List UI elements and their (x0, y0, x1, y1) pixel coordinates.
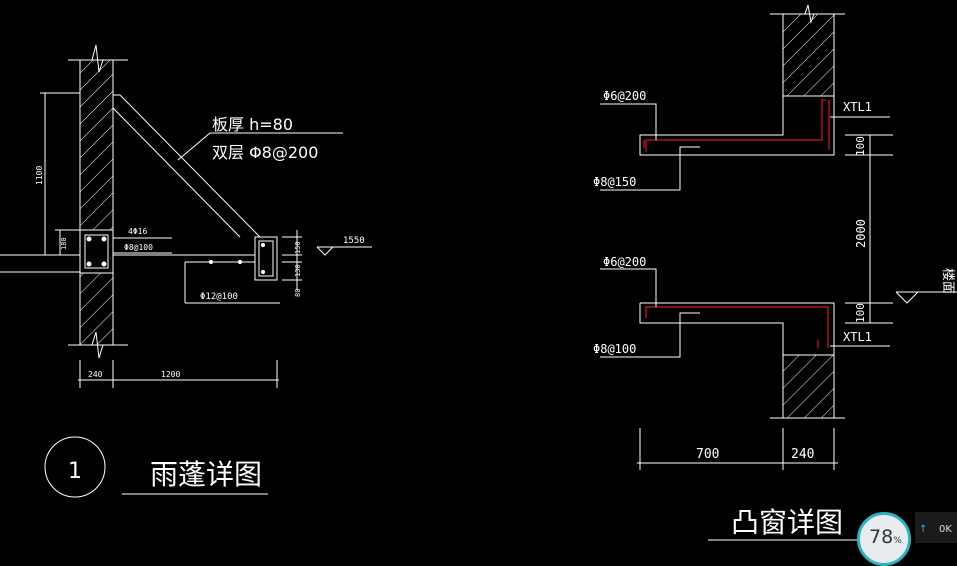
lower-rebar (645, 306, 829, 348)
floor-marker (895, 291, 920, 304)
beam-stirrups-label: Φ8@100 (124, 243, 153, 252)
bay-window-title: 凸窗详图 (731, 506, 843, 539)
leader-slab (177, 132, 343, 161)
upper-rebar (645, 99, 826, 152)
dim-180-label: 180 (60, 237, 68, 250)
dim-100-bottom-label: 100 (854, 303, 867, 323)
lintel-upper-label: XTL1 (843, 100, 872, 114)
detail-number-circle (44, 436, 106, 498)
dim-150-label: 150 (294, 241, 302, 254)
usage-gauge[interactable]: 78% (857, 512, 911, 566)
beam-main-bars-label: 4Φ16 (128, 227, 147, 236)
dim-span-label: 1200 (161, 370, 180, 379)
arrow-up-icon: ↑ (919, 524, 928, 535)
dim-2000-label: 2000 (854, 219, 868, 248)
upper-top-rebar-label: Φ6@200 (603, 89, 646, 103)
usage-percent: 78 (869, 526, 894, 548)
dim-700-label: 700 (696, 447, 719, 462)
bottom-rebar-label: Φ12@100 (200, 292, 238, 302)
bay-window-detail (600, 4, 957, 541)
slab-thickness-label: 板厚 h=80 (212, 115, 293, 134)
diagonal-strut (113, 94, 261, 238)
wall-break-top (68, 44, 128, 73)
elevation-label: 1550 (343, 236, 365, 246)
lower-top-rebar-label: Φ6@200 (603, 255, 646, 269)
status-widget[interactable]: 78% ↑ 0K (857, 512, 957, 566)
usage-percent-unit: % (893, 536, 902, 546)
canopy-detail (0, 44, 372, 498)
network-rate: 0K (939, 524, 952, 535)
lintel-lower-label: XTL1 (843, 330, 872, 344)
canopy-wall (79, 59, 114, 346)
floor-label: 楼面 (940, 268, 955, 294)
dim-240-label: 240 (791, 447, 814, 462)
detail-number: 1 (68, 459, 82, 484)
elevation-marker (316, 246, 335, 256)
wall-break-bottom (68, 331, 128, 359)
dim-130-label: 130 (294, 264, 302, 277)
lower-bottom-rebar-label: Φ8@100 (593, 342, 636, 356)
upper-wall (782, 13, 835, 97)
dim-height-label: 1100 (35, 166, 44, 185)
dim-wall-label: 240 (88, 370, 103, 379)
upper-bottom-rebar-label: Φ8@150 (593, 175, 636, 189)
network-speed: ↑ 0K (915, 512, 957, 543)
dim-80-label: 80 (294, 289, 302, 297)
lower-wall (782, 354, 835, 419)
dim-100-top-label: 100 (854, 136, 867, 156)
lower-slab-outline (639, 302, 835, 356)
edge-beam (254, 236, 278, 281)
double-layer-label: 双层 Φ8@200 (212, 143, 318, 162)
upper-slab-outline (639, 96, 835, 156)
cad-drawing-canvas[interactable]: 板厚 h=80 双层 Φ8@200 4Φ16 Φ8@100 Φ12@100 11… (0, 0, 957, 543)
canopy-title: 雨蓬详图 (150, 458, 262, 491)
